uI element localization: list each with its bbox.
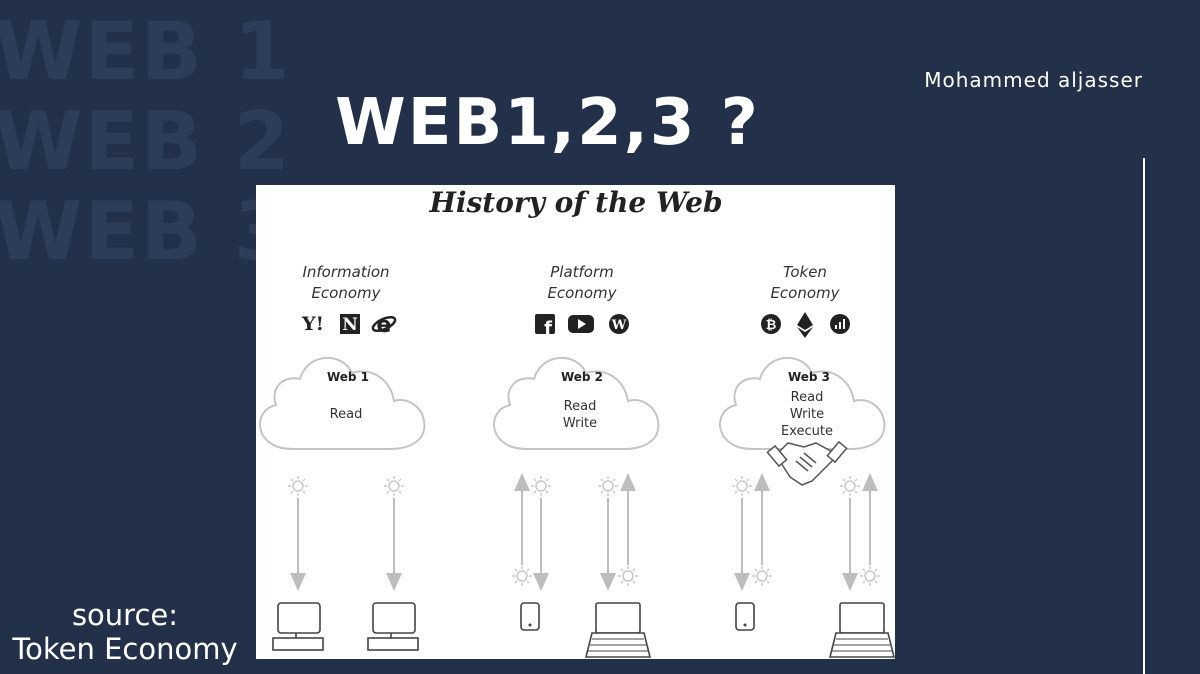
web1-arrows xyxy=(288,476,404,583)
author-name: Mohammed aljasser xyxy=(924,68,1143,92)
background-word-web3: WEB 3 xyxy=(0,192,291,272)
web2-arrows xyxy=(512,476,638,586)
svg-text:f: f xyxy=(544,318,552,339)
background-word-web1: WEB 1 xyxy=(0,12,291,92)
svg-text:₿: ₿ xyxy=(766,318,777,333)
smartphone-icon xyxy=(736,603,754,630)
laptop-icon xyxy=(830,603,894,657)
web2-cloud-title: Web 2 xyxy=(561,370,603,384)
column1-economy-line2: Economy xyxy=(311,284,381,302)
laptop-icon xyxy=(586,603,650,657)
token-chart-icon xyxy=(830,314,850,334)
column3-economy-line1: Token xyxy=(783,263,827,281)
history-of-web-figure: History of the Web Information Economy P… xyxy=(256,185,895,659)
web3-cloud-line3: Execute xyxy=(781,424,833,439)
wordpress-icon: W xyxy=(609,314,629,334)
web2-cloud-line1: Read xyxy=(564,399,597,414)
column2-economy-line2: Economy xyxy=(547,284,617,302)
desktop-computer-icon xyxy=(368,603,418,650)
column3-economy-line2: Economy xyxy=(770,284,840,302)
web1-cloud-title: Web 1 xyxy=(327,370,369,384)
youtube-icon xyxy=(568,315,594,333)
yahoo-icon: Y! xyxy=(301,313,324,335)
internet-explorer-icon: e xyxy=(371,313,397,338)
web1-cloud-line1: Read xyxy=(330,407,363,422)
web3-cloud-line1: Read xyxy=(791,390,824,405)
web3-cloud-title: Web 3 xyxy=(788,370,830,384)
vertical-divider xyxy=(1143,158,1145,674)
web3-cloud-line2: Write xyxy=(790,407,824,422)
ethereum-icon xyxy=(797,312,813,338)
svg-text:W: W xyxy=(611,318,627,333)
slide-title: WEB1,2,3 ? xyxy=(0,86,1095,160)
facebook-icon: f xyxy=(535,314,555,339)
svg-text:e: e xyxy=(377,313,392,338)
svg-text:N: N xyxy=(342,315,358,335)
bitcoin-icon: ₿ xyxy=(761,314,781,334)
source-name: Token Economy xyxy=(0,632,250,666)
web2-cloud-line2: Write xyxy=(563,416,597,431)
column2-economy-line1: Platform xyxy=(550,263,614,281)
web3-arrows xyxy=(732,476,880,586)
svg-text:Y!: Y! xyxy=(301,313,324,335)
source-caption: source: Token Economy xyxy=(0,598,250,666)
netscape-icon: N xyxy=(340,314,360,335)
smartphone-icon xyxy=(521,603,539,630)
figure-title: History of the Web xyxy=(428,186,722,219)
desktop-computer-icon xyxy=(273,603,323,650)
source-label: source: xyxy=(0,598,250,632)
column1-economy-line1: Information xyxy=(302,263,389,281)
